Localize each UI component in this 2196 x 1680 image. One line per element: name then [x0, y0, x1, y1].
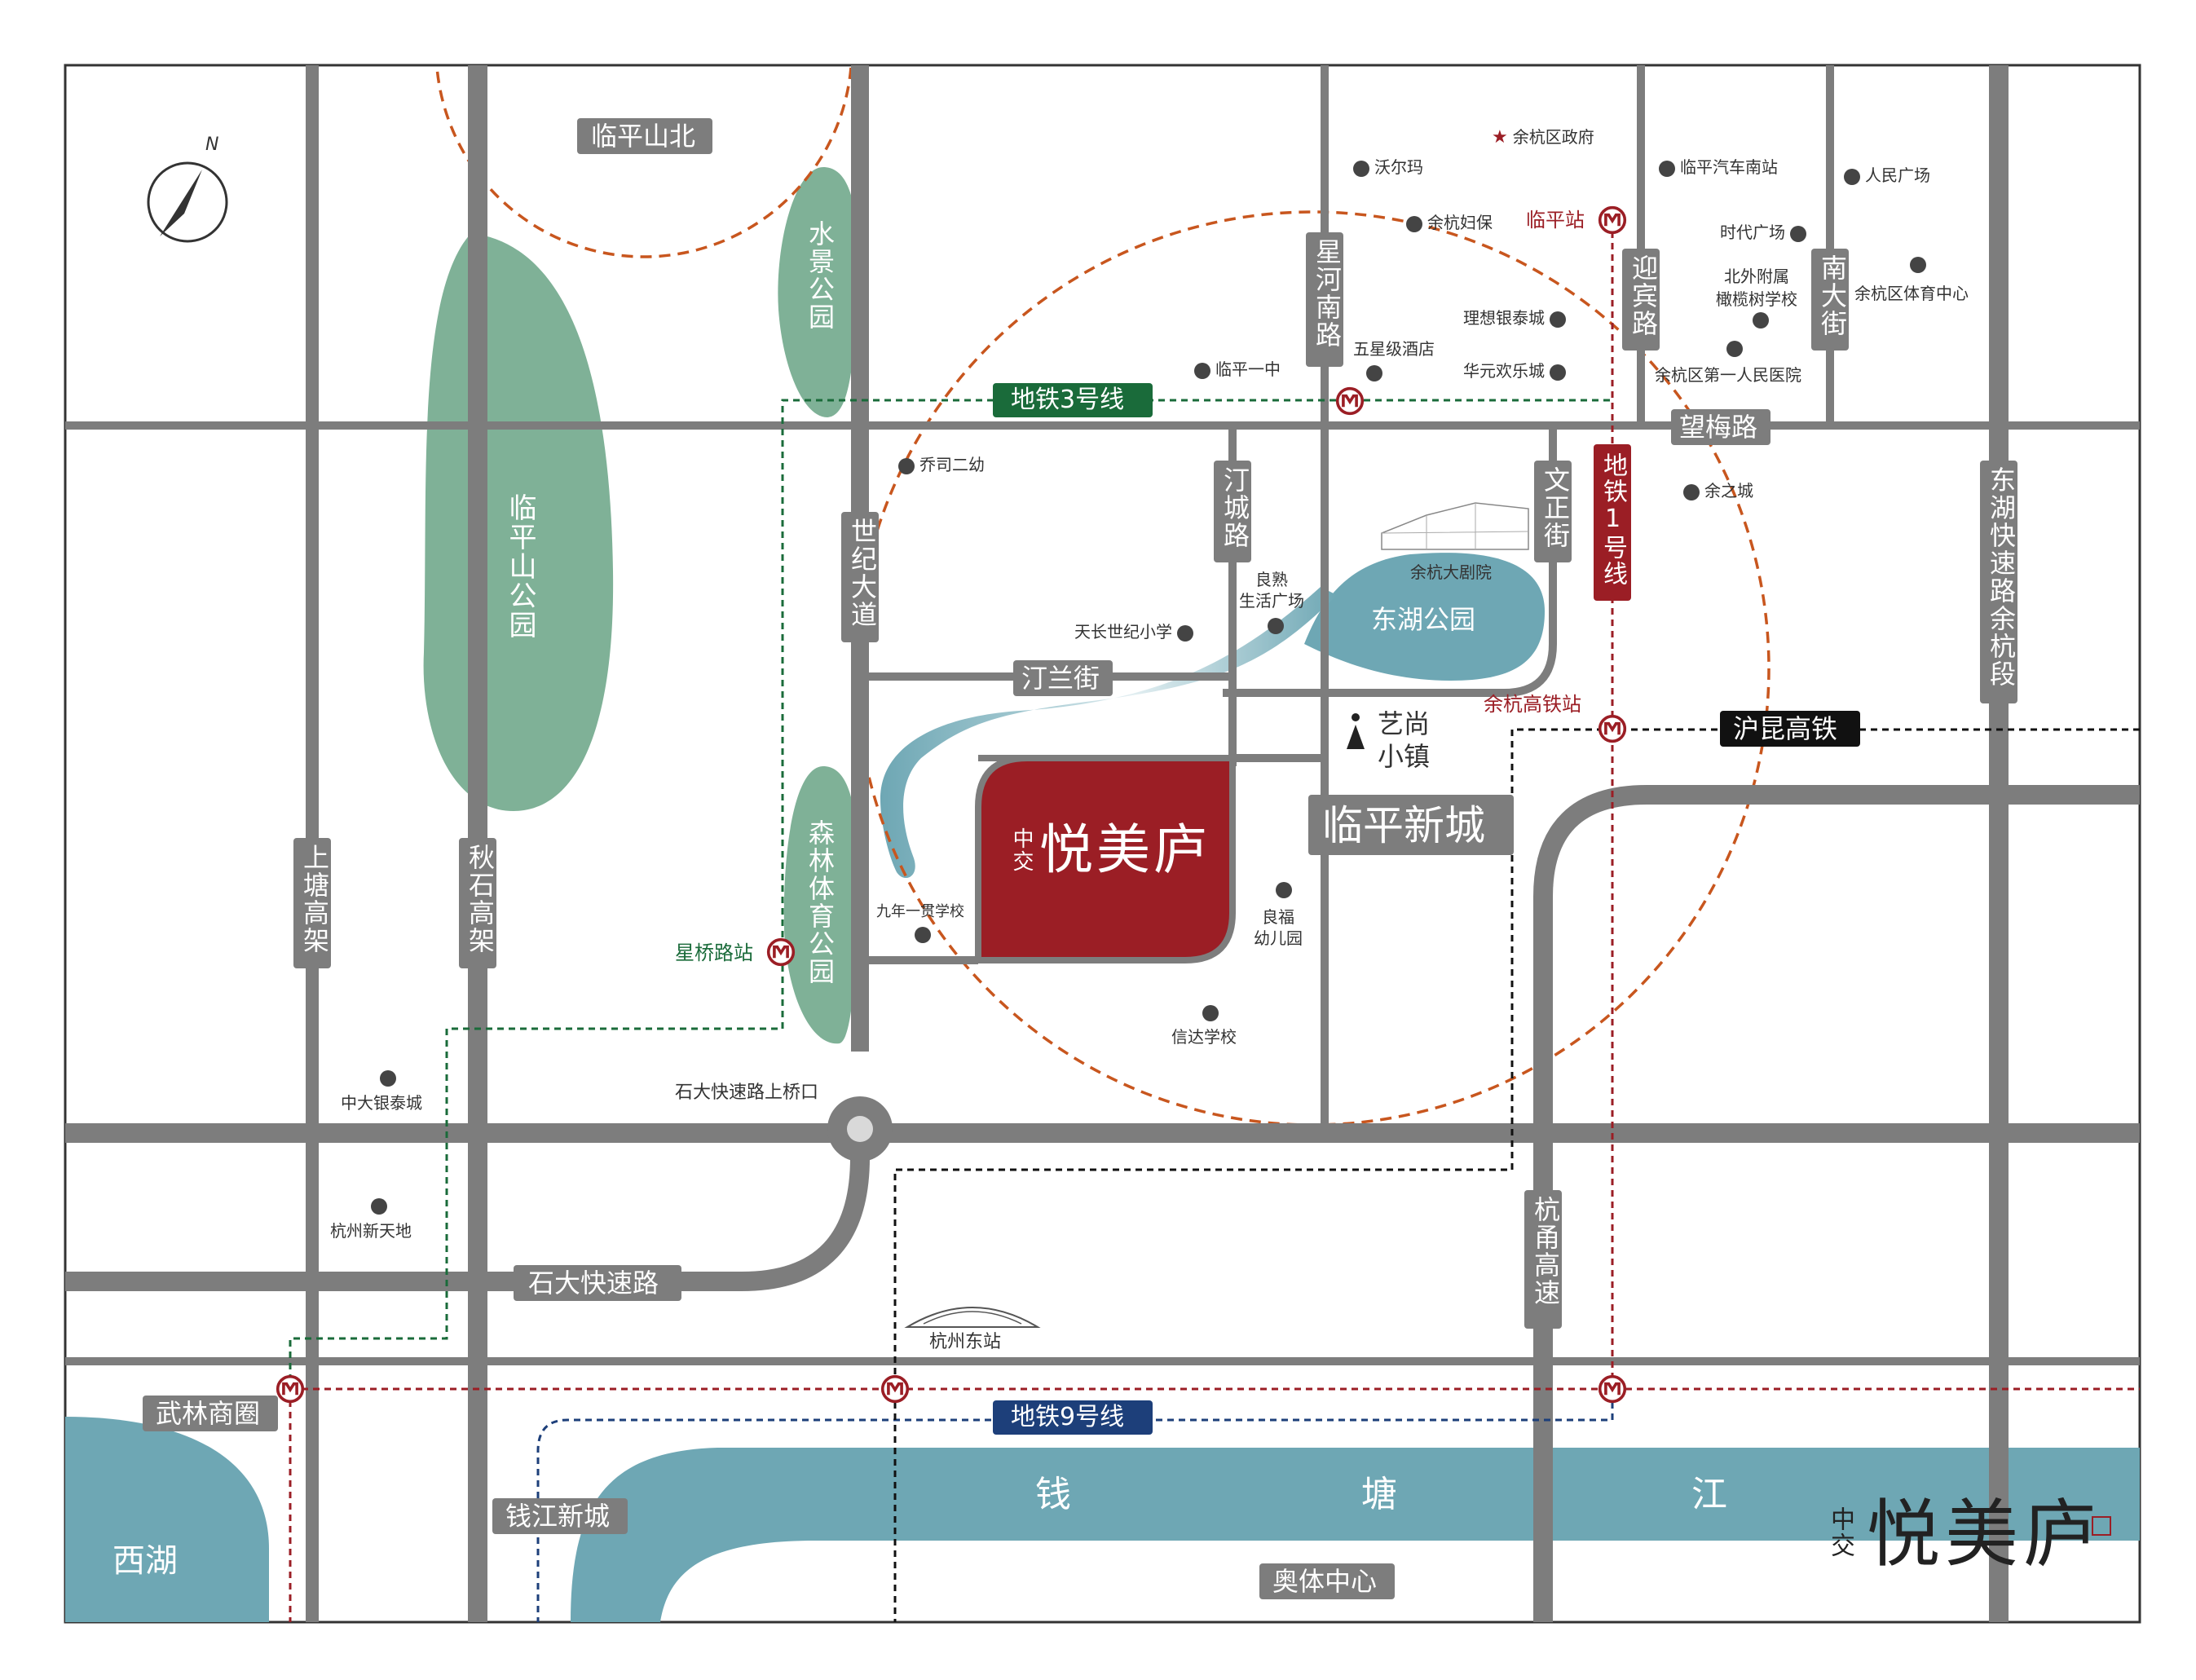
metro-3-line: [289, 399, 1610, 1386]
metro-station-icon: [766, 937, 796, 967]
west-lake-shape: [65, 1417, 269, 1622]
metro-station-icon: [276, 1374, 305, 1404]
metro-1-line: [289, 220, 2140, 1622]
road-network: [65, 65, 2140, 1622]
metro-station-icon: [1335, 386, 1365, 416]
metro-station-icon: [880, 1374, 910, 1404]
metro-9-line: [536, 1402, 1614, 1622]
metro-station-icon: [1598, 205, 1627, 235]
compass-needle-icon: [160, 170, 202, 236]
water-ribbon: [880, 587, 1337, 879]
compass-north-label: N: [205, 134, 218, 155]
hukun-rail: [893, 728, 2140, 1622]
interchange-center: [847, 1116, 873, 1142]
metro-station-icon: [1598, 714, 1627, 743]
donghu-park-shape: [1304, 553, 1545, 681]
shuijing-park-shape: [778, 167, 858, 417]
forest-park-shape: [783, 766, 858, 1044]
compass: N: [147, 134, 228, 243]
radius-ring-north: [435, 65, 853, 258]
qiantang-river: [571, 1448, 2140, 1622]
metro-station-icon: [1598, 1374, 1627, 1404]
project-block: [975, 755, 1236, 963]
